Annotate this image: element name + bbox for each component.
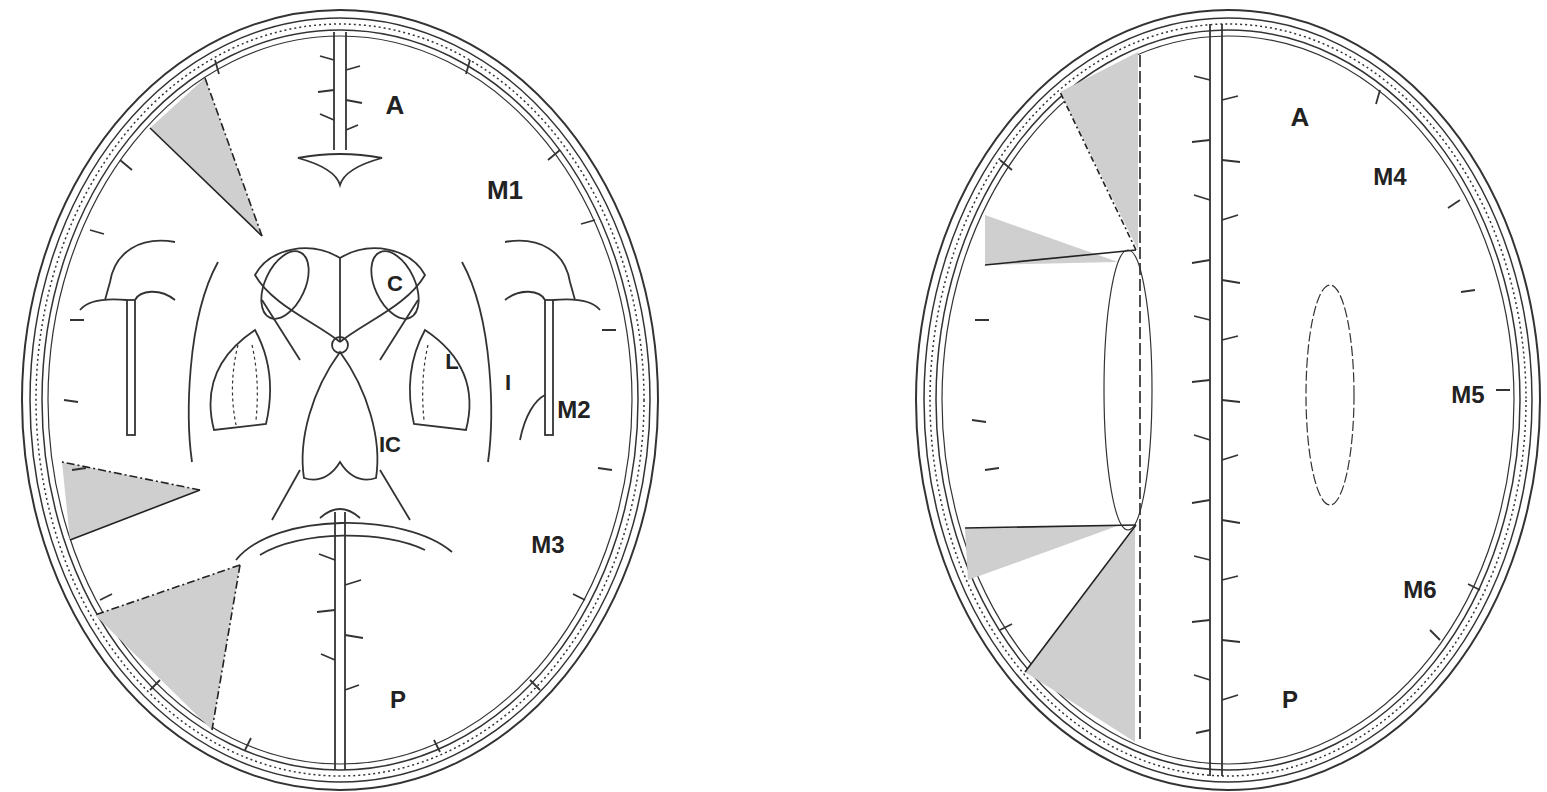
region-label: M6 (1403, 578, 1436, 602)
region-label: P (390, 688, 406, 712)
region-label: M2 (557, 398, 590, 422)
region-label: L (445, 351, 458, 373)
region-label: A (386, 92, 405, 118)
region-label: M1 (487, 177, 523, 203)
region-label: M3 (531, 533, 564, 557)
region-label: IC (379, 434, 401, 456)
region-label: M5 (1451, 383, 1484, 407)
region-label: M4 (1373, 165, 1406, 189)
region-label: I (505, 372, 511, 394)
region-label: P (1282, 688, 1298, 712)
region-label: A (1291, 104, 1310, 130)
region-label: C (387, 273, 403, 295)
